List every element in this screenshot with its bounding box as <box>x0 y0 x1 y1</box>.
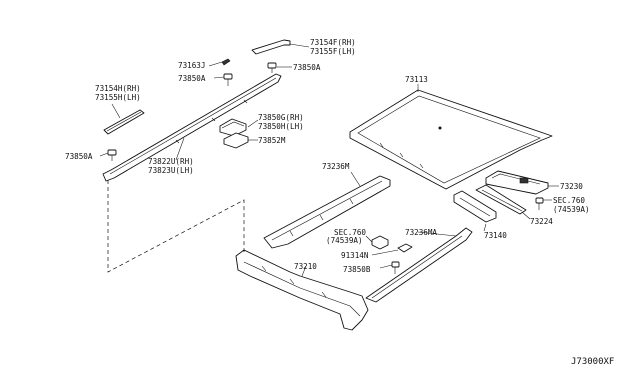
label-73155f: 73155F(LH) <box>310 47 356 56</box>
label-73230: 73230 <box>560 182 583 191</box>
diagram-code: J73000XF <box>571 357 614 367</box>
label-73850a-left: 73850A <box>65 152 93 161</box>
label-73850b: 73850B <box>343 265 371 274</box>
clip-73163j <box>221 58 231 66</box>
label-73155h: 73155H(LH) <box>95 93 141 102</box>
label-74539a-right: (74539A) <box>553 205 590 214</box>
bolt-73850a-top <box>267 62 277 73</box>
label-73154h: 73154H(RH) <box>95 84 141 93</box>
rear-roof-rail-73140 <box>453 190 497 223</box>
label-73822u: 73822U(RH) <box>148 157 194 166</box>
phantom-line <box>107 180 245 273</box>
leader-lines <box>99 43 559 277</box>
label-73140: 73140 <box>484 231 507 240</box>
label-73850h: 73850H(LH) <box>258 122 304 131</box>
bolt-73850a-mid <box>223 73 233 86</box>
label-73850g: 73850G(RH) <box>258 113 304 122</box>
roof-side-rail <box>102 73 282 182</box>
front-roof-rail-73236m <box>263 175 391 249</box>
roof-bow-73224 <box>475 184 527 215</box>
label-sec760-right: SEC.760 <box>553 196 585 205</box>
roof-bracket <box>219 118 247 137</box>
label-73236m: 73236M <box>322 162 350 171</box>
label-73850a-top: 73850A <box>293 63 321 72</box>
bracket-sec760-left <box>371 235 389 250</box>
roof-bow-73230 <box>485 170 549 195</box>
bolt-73850a-left <box>107 149 117 161</box>
label-73852m: 73852M <box>258 136 286 145</box>
label-73823u: 73823U(LH) <box>148 166 194 175</box>
bolt-73850b <box>391 261 400 274</box>
label-73210: 73210 <box>294 262 317 271</box>
roof-weatherstrip-lh <box>103 109 145 135</box>
front-weatherstrip <box>251 39 291 55</box>
label-73113: 73113 <box>405 75 428 84</box>
label-73154f: 73154F(RH) <box>310 38 356 47</box>
label-73163j: 73163J <box>178 61 205 70</box>
label-73224: 73224 <box>530 217 553 226</box>
cowl-top-73210 <box>235 249 369 331</box>
label-73236ma: 73236MA <box>405 228 437 237</box>
label-73850a-mid: 73850A <box>178 74 206 83</box>
roof-bracket-73852m <box>223 132 249 149</box>
roof-panel <box>349 89 553 190</box>
bolt-sec760-right <box>535 197 544 210</box>
clip-91314n <box>397 243 413 253</box>
label-sec760-left: SEC.760 <box>334 228 366 237</box>
label-91314n: 91314N <box>341 251 369 260</box>
label-74539a-left: (74539A) <box>326 236 363 245</box>
